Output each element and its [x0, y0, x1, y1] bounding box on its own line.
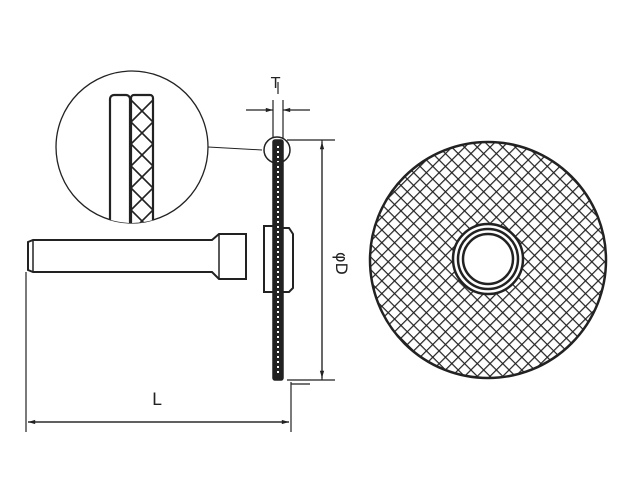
side-view: [27, 136, 294, 381]
front-view: [368, 140, 608, 380]
center-hole: [461, 232, 515, 286]
label-length: L: [152, 390, 162, 410]
disc-edge: [272, 139, 284, 381]
detail-backing-layer: [108, 93, 132, 223]
dimension-thickness: [246, 82, 310, 138]
label-thickness: T: [270, 74, 281, 92]
shank: [27, 233, 247, 280]
detail-view: [55, 70, 263, 224]
detail-marker-circle: [263, 136, 291, 164]
detail-crosshatch: [130, 99, 154, 223]
dimension-diameter: [287, 139, 335, 381]
dimension-length: [25, 272, 310, 432]
detail-leader-line: [207, 146, 263, 151]
label-diameter: φD: [332, 252, 351, 275]
